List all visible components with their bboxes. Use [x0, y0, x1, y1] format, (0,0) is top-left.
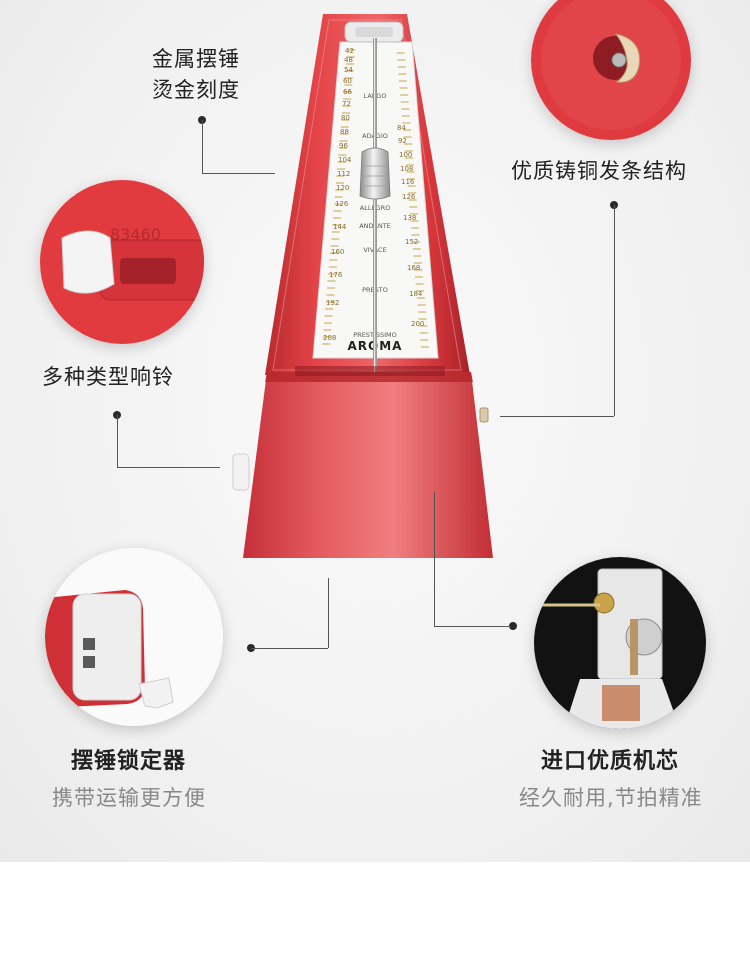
metronome-illustration: 208 192 176 160 144 126 120 112 104 96 8…: [232, 14, 493, 558]
scale-number: 208: [323, 334, 336, 342]
scale-number: 72: [342, 100, 351, 108]
callout-gold-scale-line1: 金属摆锤: [152, 47, 240, 71]
callout-line: [202, 120, 203, 173]
detail-circle-pendulum-lock: [45, 548, 223, 726]
scale-number: 104: [338, 156, 352, 164]
callout-line: [434, 492, 435, 626]
scale-number: 112: [337, 170, 350, 178]
scale-number: 116: [401, 178, 415, 186]
metronome-base: [243, 372, 493, 558]
scale-number: 126: [335, 200, 349, 208]
scale-number: 126: [402, 193, 416, 201]
callout-line: [500, 416, 614, 417]
scale-number: 200: [411, 320, 424, 328]
scale-number: 96: [339, 142, 348, 150]
callout-pendulum-lock-title: 摆锤锁定器: [71, 749, 187, 774]
callout-line: [251, 648, 328, 649]
callout-copper-spring: 优质铸铜发条结构: [511, 159, 687, 183]
scale-number: 176: [329, 271, 343, 279]
callout-movement-subtitle: 经久耐用,节拍精准: [519, 786, 703, 810]
detail-circle-bell: 83460: [40, 180, 204, 344]
scale-number: 152: [405, 238, 418, 246]
winding-key: [232, 453, 250, 491]
scale-number: 60: [343, 77, 352, 85]
scale-number: 144: [333, 223, 347, 231]
callout-movement-title: 进口优质机芯: [541, 749, 680, 774]
callout-gold-scale: 金属摆锤 烫金刻度: [152, 44, 240, 106]
scale-number: 160: [331, 248, 344, 256]
callout-line: [614, 205, 615, 416]
detail-circle-copper-spring: [531, 0, 691, 140]
scale-number: 92: [398, 137, 407, 145]
scale-number: 54: [344, 66, 353, 74]
footer-band: [0, 862, 750, 960]
scale-number: 88: [340, 128, 349, 136]
scale-number: 168: [407, 264, 420, 272]
scale-number: 84: [397, 124, 406, 132]
callout-line: [202, 173, 275, 174]
detail-circle-movement: [534, 557, 706, 729]
scale-number: 66: [343, 88, 352, 96]
scale-number: 138: [403, 214, 416, 222]
scale-numbers-left: 208 192 176 160 144 126 120 112 104 96 8…: [323, 47, 354, 342]
callout-dot-movement: [509, 622, 517, 630]
gold-scale-ticks: [322, 49, 429, 348]
scale-number: 80: [341, 114, 350, 122]
callout-line: [434, 626, 511, 627]
scale-number: 108: [400, 165, 413, 173]
scale-number: 184: [409, 290, 423, 298]
callout-line: [117, 467, 220, 468]
callout-bell: 多种类型响铃: [42, 365, 174, 389]
bell-selector-knob: [479, 407, 489, 423]
scale-number: 120: [336, 184, 349, 192]
scale-number: 192: [326, 299, 339, 307]
scale-numbers-right: 200 184 168 152 138 126 116 108 100 92 8…: [397, 124, 424, 328]
scale-number: 48: [344, 56, 353, 64]
pendulum-weight: [359, 147, 391, 200]
callout-pendulum-lock-subtitle: 携带运输更方便: [52, 786, 206, 810]
scale-number: 100: [399, 151, 412, 159]
model-number: 83460: [110, 225, 161, 244]
callout-line: [328, 578, 329, 648]
scale-number: 42: [345, 47, 354, 55]
callout-line: [117, 415, 118, 467]
callout-gold-scale-line2: 烫金刻度: [152, 78, 240, 102]
